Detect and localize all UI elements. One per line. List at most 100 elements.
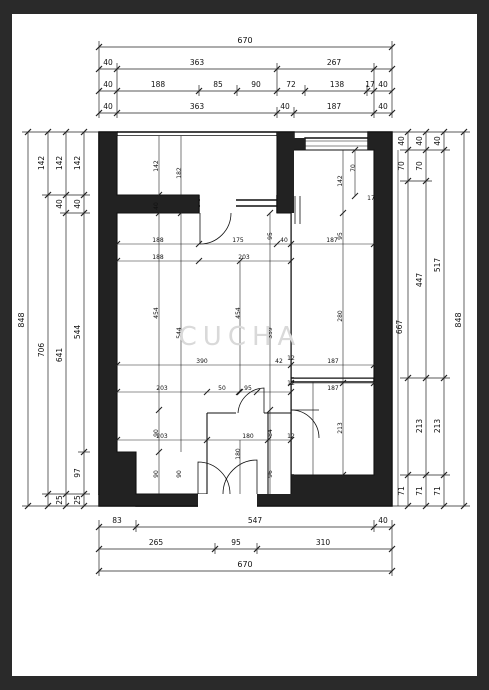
inner-40a: 40: [153, 202, 160, 210]
inner-203b: 203: [156, 385, 168, 392]
left-dim-c3-40: 40: [55, 199, 64, 209]
left-dim-c3-142: 142: [55, 156, 64, 171]
inner-175: 175: [232, 237, 244, 244]
top-dim-r4-40c: 40: [378, 102, 388, 111]
inner-187b: 187: [327, 358, 339, 365]
inner-40b: 40: [280, 237, 288, 244]
top-dim-r3-40: 40: [103, 80, 113, 89]
balcony-rail: [305, 140, 368, 147]
top-dim-r4-40b: 40: [280, 102, 290, 111]
inner-187c: 187: [327, 385, 339, 392]
top-dim-r3-72: 72: [286, 80, 296, 89]
watermark: CUCHA: [179, 322, 302, 352]
inner-90a: 90: [153, 429, 160, 437]
inner-12a: 12: [287, 355, 295, 362]
inner-90c: 90: [176, 470, 183, 478]
right-dimension-lines: [392, 128, 470, 510]
top-dim-r2-40: 40: [103, 58, 113, 67]
right-dim-c1-70: 70: [397, 161, 406, 171]
right-dim-c3-71: 71: [433, 486, 442, 496]
left-dim-c4-25: 25: [73, 495, 82, 505]
inner-390: 390: [196, 358, 208, 365]
bot-dim-40: 40: [378, 516, 388, 525]
inner-17: 17: [367, 195, 375, 202]
right-dim-c1-71: 71: [397, 486, 406, 496]
top-dim-r3-40b: 40: [378, 80, 388, 89]
inner-213: 213: [337, 422, 344, 434]
top-dim-r3-188: 188: [151, 80, 166, 89]
bot-dim-310: 310: [316, 538, 331, 547]
inner-180b: 180: [235, 448, 242, 460]
bottom-dimension-lines: [95, 520, 396, 576]
wall-outlines: [98, 131, 393, 507]
left-dim-544: 544: [73, 325, 82, 340]
inner-280: 280: [337, 310, 344, 322]
top-dim-r2-267: 267: [327, 58, 342, 67]
inner-454a: 454: [153, 307, 160, 319]
left-dim-706: 706: [37, 343, 46, 358]
inner-359: 359: [267, 327, 274, 339]
top-dimension-labels: 670 40 363 267 40 188 85 90 72 138 17 40…: [103, 36, 388, 111]
top-dim-670: 670: [237, 36, 252, 45]
inner-90b: 90: [153, 470, 160, 478]
inner-dimension-labels: 142 182 40 188 175 95 40 187 95 188 203 …: [152, 160, 404, 478]
inner-188a: 188: [152, 237, 164, 244]
bottom-dimension-labels: 83 547 40 265 95 310 670: [112, 516, 388, 569]
top-dim-r3-85: 85: [213, 80, 223, 89]
inner-12b: 12: [287, 380, 295, 387]
right-dim-517: 517: [433, 258, 442, 273]
inner-95a: 95: [267, 232, 274, 240]
right-dim-c2-71: 71: [415, 486, 424, 496]
top-dim-r2-363: 363: [190, 58, 205, 67]
bot-dim-265: 265: [149, 538, 164, 547]
left-dim-c3-25: 25: [55, 495, 64, 505]
left-dim-c4-40: 40: [73, 199, 82, 209]
inner-182: 182: [176, 167, 183, 179]
inner-95c: 95: [244, 385, 252, 392]
inner-84: 84: [267, 429, 274, 437]
left-dimension-lines: [22, 128, 99, 510]
inner-142a: 142: [153, 160, 160, 172]
left-dim-c4-142: 142: [73, 156, 82, 171]
bot-dim-95: 95: [231, 538, 241, 547]
floor-plan: 670 40 363 267 40 188 85 90 72 138 17 40…: [17, 36, 470, 576]
inner-180a: 180: [242, 433, 254, 440]
inner-188b: 188: [152, 254, 164, 261]
left-dim-c2-142: 142: [37, 156, 46, 171]
bot-dim-547: 547: [248, 516, 263, 525]
right-dim-848: 848: [454, 312, 463, 327]
right-dim-447: 447: [415, 273, 424, 288]
wall-fills: [99, 132, 392, 506]
right-dimension-labels: 40 70 447 213 71 40 70 517 71 40 213 71 …: [397, 136, 463, 496]
inner-203a: 203: [238, 254, 250, 261]
inner-203c: 203: [156, 433, 168, 440]
top-dimension-lines: [95, 41, 396, 118]
inner-454b: 454: [235, 307, 242, 319]
top-dim-r4-40: 40: [103, 102, 113, 111]
right-dim-c2-70: 70: [415, 161, 424, 171]
inner-544: 544: [176, 327, 183, 339]
inner-142b: 142: [337, 175, 344, 187]
bot-dim-83: 83: [112, 516, 122, 525]
left-dim-641: 641: [55, 348, 64, 363]
right-dim-c2-40: 40: [415, 136, 424, 146]
inner-667: 667: [395, 320, 404, 335]
top-dim-r3-90: 90: [251, 80, 261, 89]
right-dim-c1-40: 40: [397, 136, 406, 146]
drawing-sheet: 670 40 363 267 40 188 85 90 72 138 17 40…: [12, 14, 477, 676]
inner-12c: 12: [287, 433, 295, 440]
top-dim-r4-187: 187: [327, 102, 342, 111]
inner-187a: 187: [326, 237, 338, 244]
right-dim-c3-213: 213: [433, 419, 442, 434]
left-dimension-labels: 848 142 706 142 40 641 25 142 40 544 97 …: [17, 156, 82, 505]
bot-dim-670: 670: [237, 560, 252, 569]
left-dim-97: 97: [73, 468, 82, 478]
top-dim-r4-363: 363: [190, 102, 205, 111]
inner-50: 50: [218, 385, 226, 392]
top-dim-r3-138: 138: [330, 80, 345, 89]
right-dim-c3-40: 40: [433, 136, 442, 146]
right-dim-c1-213: 213: [415, 419, 424, 434]
inner-96: 96: [267, 470, 274, 478]
inner-70: 70: [350, 164, 357, 172]
inner-dimension-lines: [113, 136, 378, 494]
